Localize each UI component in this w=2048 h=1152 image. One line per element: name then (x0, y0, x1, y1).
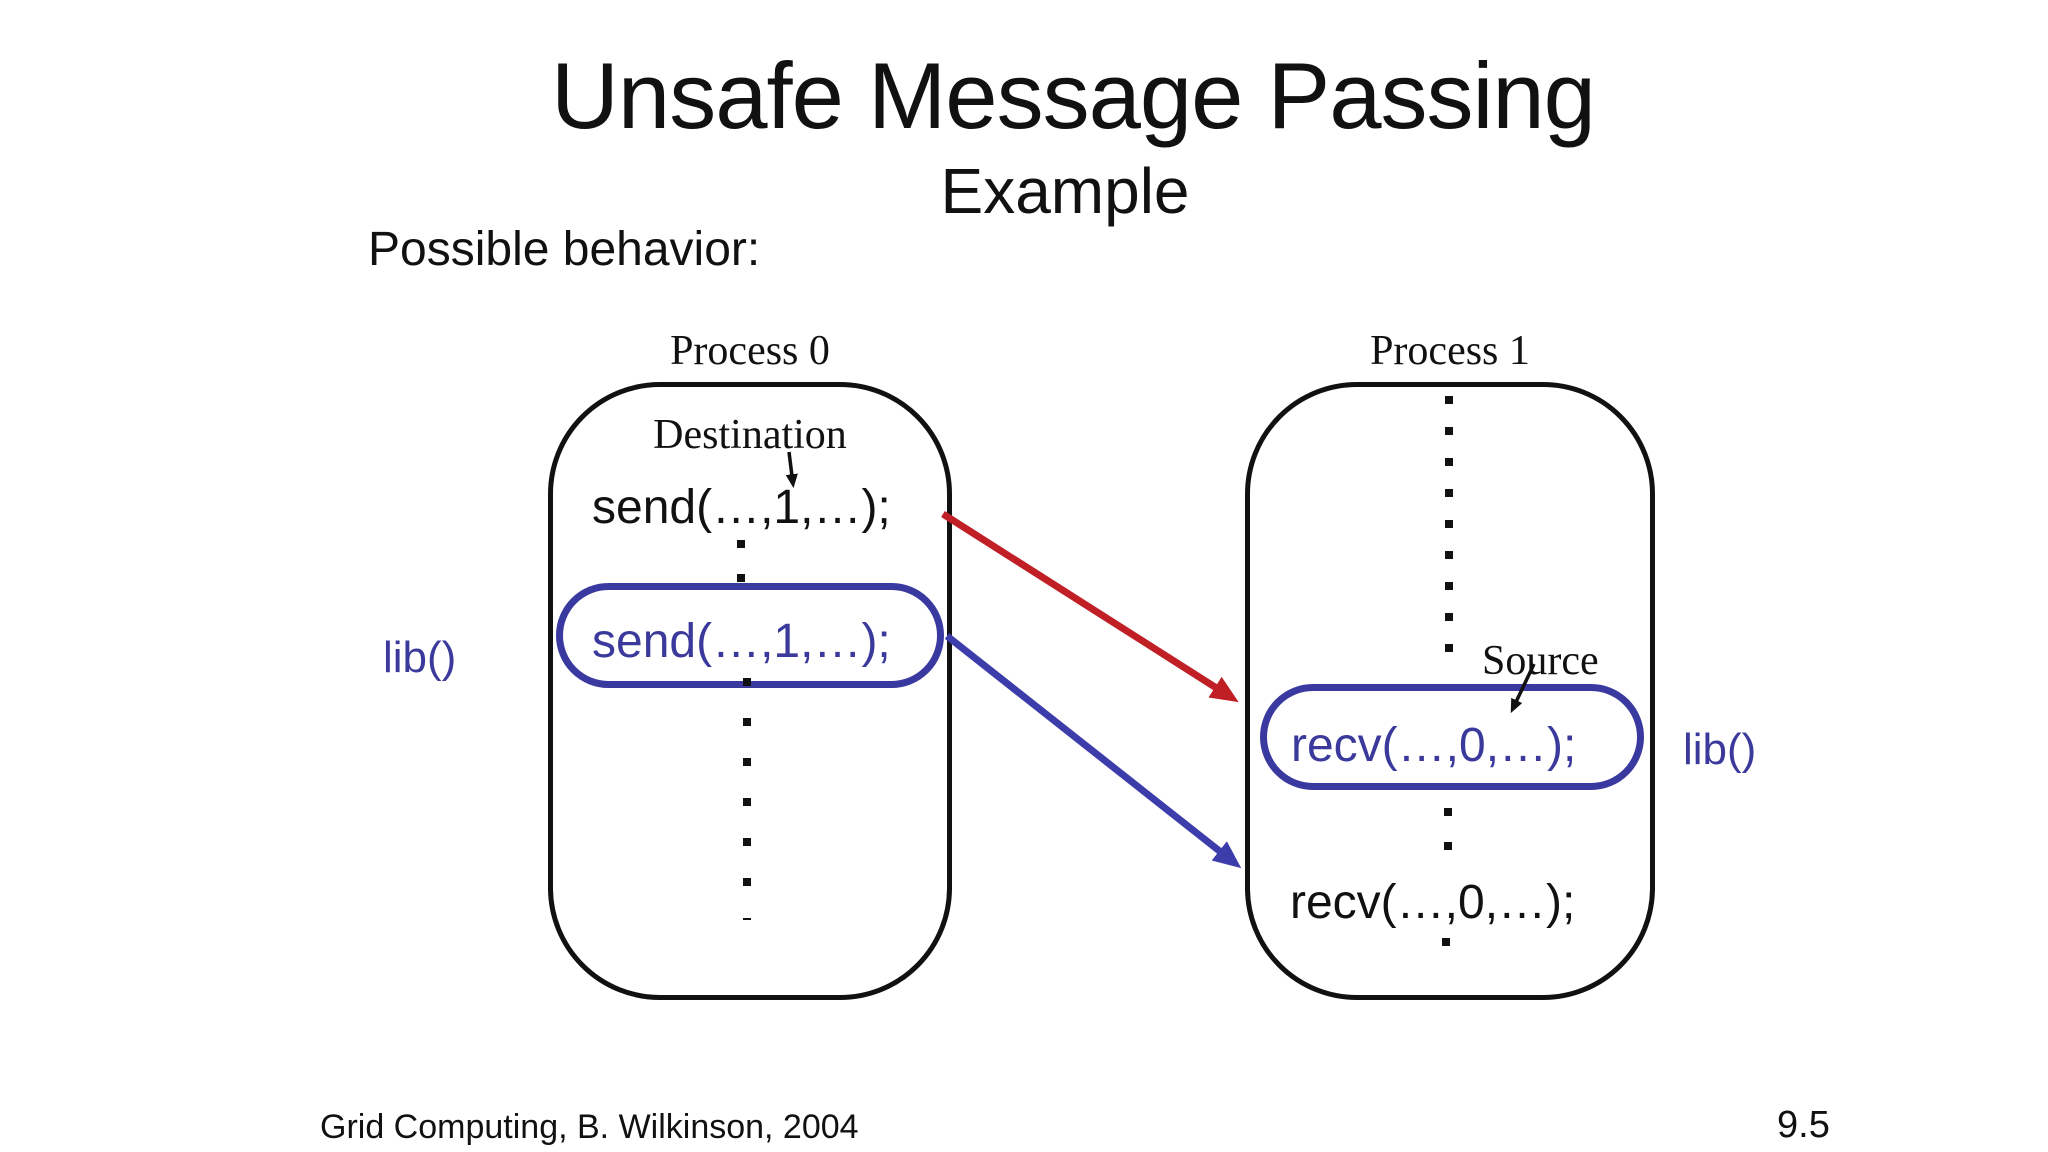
process1-recv-highlight-oval (1260, 684, 1644, 790)
process1-lib-label: lib() (1683, 725, 1757, 774)
process0-send-top: send(…,1,…); (592, 481, 891, 534)
source-annotation: Source (1482, 638, 1599, 684)
process0-label: Process 0 (670, 328, 830, 374)
slide-subtitle: Example (940, 155, 1190, 227)
process1-recv-bottom: recv(…,0,…); (1290, 876, 1576, 929)
lead-text: Possible behavior: (368, 223, 761, 276)
process1-label: Process 1 (1370, 328, 1530, 374)
process0-box (548, 382, 952, 1000)
footer-credit: Grid Computing, B. Wilkinson, 2004 (320, 1108, 859, 1146)
red-message-arrow (941, 511, 1239, 703)
destination-annotation: Destination (653, 412, 847, 458)
process0-send-highlighted: send(…,1,…); (592, 615, 891, 668)
process1-recv-highlighted: recv(…,0,…); (1291, 719, 1577, 772)
process1-box (1245, 382, 1655, 1000)
process0-lib-label: lib() (383, 633, 457, 682)
page-number: 9.5 (1777, 1104, 1830, 1146)
blue-message-arrow (944, 633, 1242, 869)
slide-title: Unsafe Message Passing (551, 43, 1596, 148)
